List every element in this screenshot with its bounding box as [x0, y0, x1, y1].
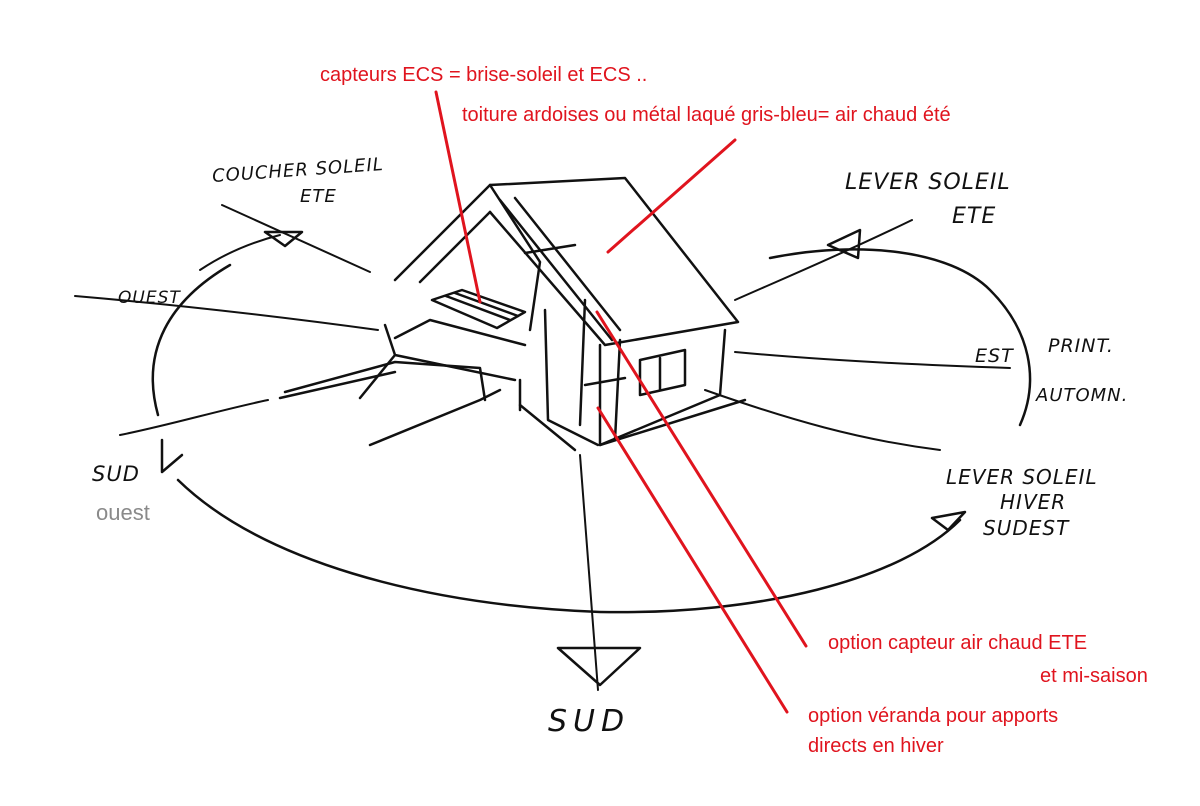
arrow-sunrise-summer	[828, 230, 860, 258]
sunrise-summer-line	[735, 220, 912, 300]
arrow-south	[558, 648, 640, 685]
annotation-option-veranda-line1: option véranda pour apports	[808, 703, 1058, 729]
hand-automn: AUTOMN.	[1036, 385, 1128, 406]
hand-lever-soleil-hiver: LEVER SOLEIL	[946, 465, 1098, 489]
house-sketch	[280, 178, 745, 450]
sun-path-arc	[153, 249, 1030, 612]
east-line	[735, 352, 1010, 368]
hand-ouest: OUEST	[118, 288, 181, 308]
leader-option-veranda	[598, 408, 787, 712]
annotation-option-veranda-line2: directs en hiver	[808, 733, 944, 759]
south-line	[580, 455, 598, 690]
south-west-line	[120, 400, 268, 435]
leader-option-capteur	[597, 312, 806, 646]
annotation-option-capteur-line1: option capteur air chaud ETE	[828, 630, 1087, 656]
hand-est: EST	[975, 345, 1014, 367]
annotation-capteurs-ecs: capteurs ECS = brise-soleil et ECS ..	[320, 62, 647, 88]
annotation-toiture: toiture ardoises ou métal laqué gris-ble…	[462, 102, 951, 128]
hand-lever-soleil-ete: LEVER SOLEIL	[845, 170, 1011, 195]
hand-coucher-ete: ETE	[300, 186, 337, 207]
hand-lever-ete: ETE	[952, 204, 996, 229]
hand-print: PRINT.	[1048, 335, 1114, 357]
hand-sud-bottom: SUD	[548, 704, 630, 739]
hand-sudest: SUDEST	[983, 516, 1069, 540]
annotation-option-capteur-line2: et mi-saison	[1040, 663, 1148, 689]
leader-toiture	[608, 140, 735, 252]
sun-path-upper	[200, 235, 280, 270]
arrow-sud-left	[162, 440, 182, 472]
label-ouest-grey: ouest	[96, 500, 150, 526]
ground-right-line	[705, 390, 940, 450]
hand-sud-left: SUD	[92, 462, 140, 486]
hand-hiver: HIVER	[1000, 490, 1066, 514]
